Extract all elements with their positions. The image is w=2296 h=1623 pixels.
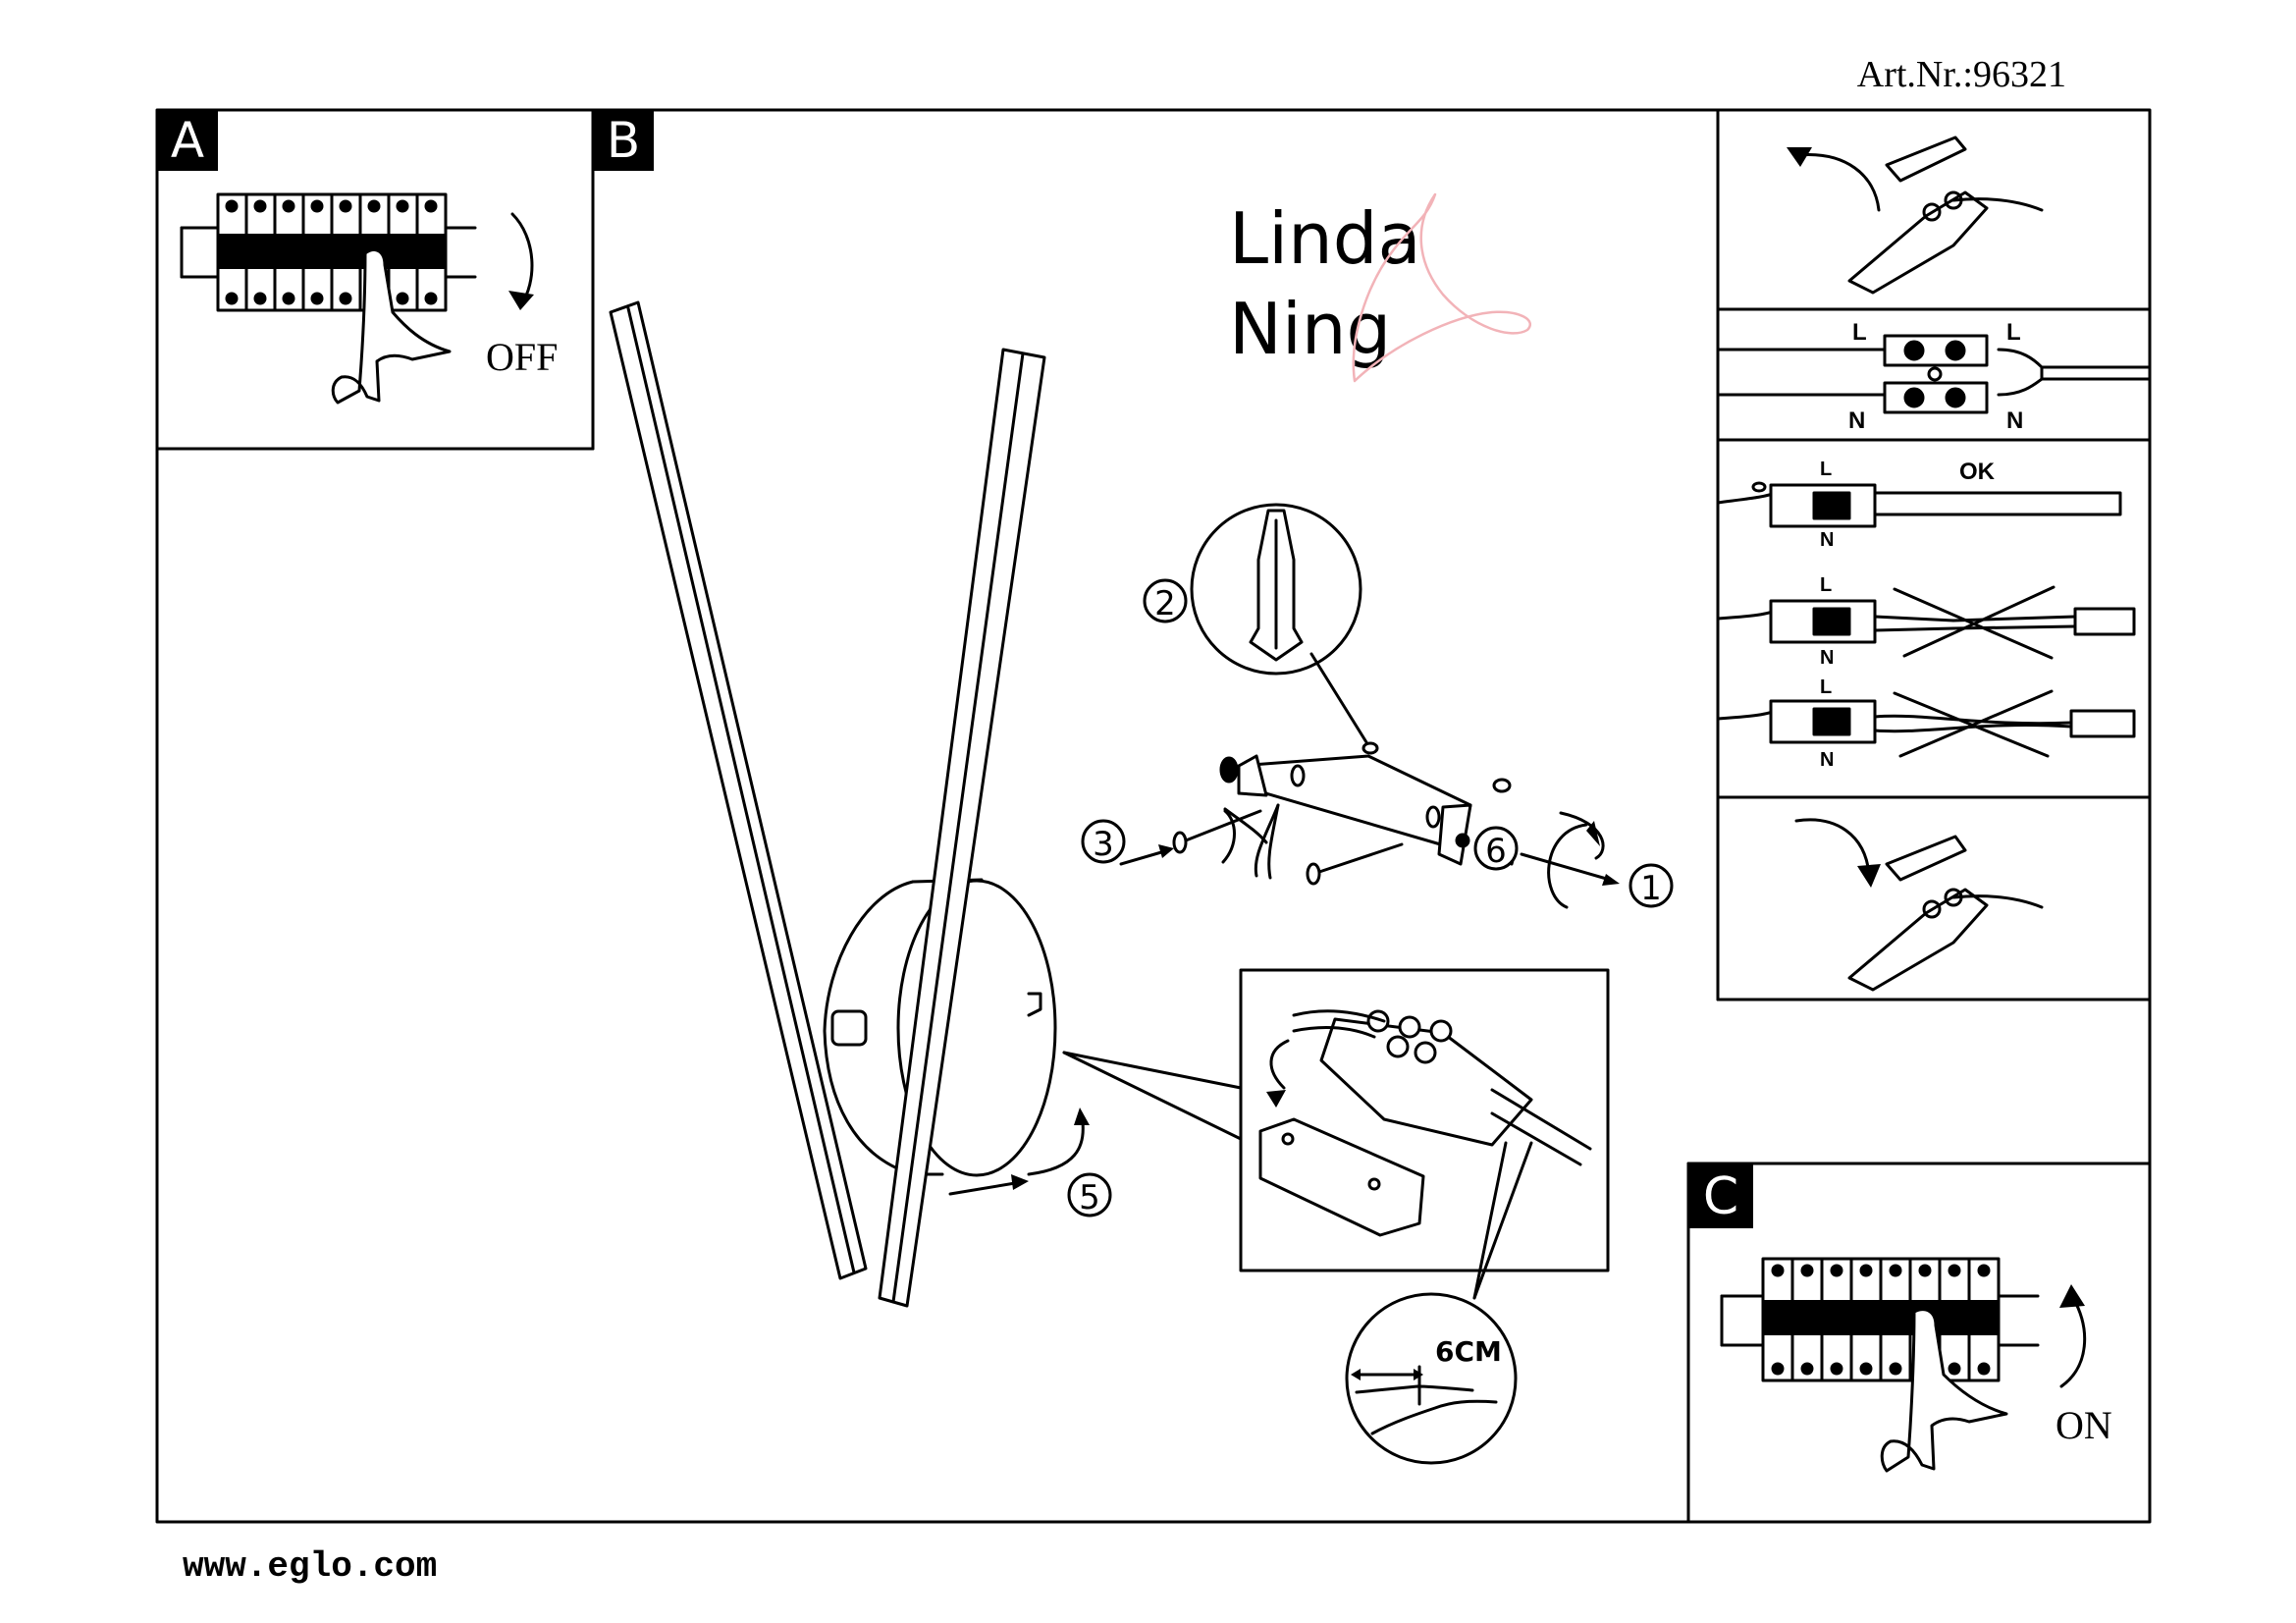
panel-b-label: B [593, 110, 654, 171]
insert-arrow [948, 1180, 1023, 1196]
connector-l-left: L [1852, 319, 1867, 346]
strip-length-label: 6CM [1435, 1335, 1502, 1368]
wrong1-n-label: N [1820, 647, 1834, 669]
ok-label: OK [1959, 459, 1996, 485]
svg-text:2: 2 [1154, 584, 1176, 623]
insertion-ok [1716, 481, 2122, 528]
acrobat-watermark-icon [1352, 192, 1531, 383]
step-marker-3: 3 [1081, 819, 1126, 864]
insertion-wrong-2 [1716, 689, 2136, 758]
panel-a-breaker [180, 192, 477, 312]
panel-c-label: C [1688, 1163, 1753, 1228]
mounting-bracket [1219, 754, 1512, 880]
hand-icon-c [1880, 1308, 2008, 1473]
svg-text:1: 1 [1640, 869, 1662, 908]
outer-frame [155, 108, 2152, 1524]
hand-icon [331, 248, 452, 405]
svg-text:B: B [607, 112, 640, 169]
strip-length-detail [1345, 1292, 1518, 1465]
off-label: OFF [486, 335, 558, 379]
insertion-wrong-1 [1716, 585, 2136, 660]
detail-leader-top [1062, 1051, 1243, 1090]
panel-c-breaker [1720, 1257, 2040, 1382]
screw-icon [1172, 809, 1470, 886]
footer-url: www.eglo.com [183, 1546, 437, 1587]
connector-n-right: N [2006, 407, 2023, 434]
svg-text:A: A [171, 112, 204, 169]
connector-l-right: L [2006, 319, 2021, 346]
wrong1-l-label: L [1820, 574, 1832, 596]
step-marker-1: 1 [1629, 863, 1674, 908]
cover-open-diagram [1787, 135, 2044, 295]
cross-mark-icon [1893, 585, 2056, 660]
connector-diagram [1716, 334, 2152, 414]
detail-leader-bottom [1062, 1051, 1243, 1141]
led-arm-right [878, 348, 1046, 1308]
step-marker-5: 5 [1067, 1172, 1112, 1217]
watermark-ning: Ning [1229, 288, 1391, 370]
wrong2-n-label: N [1820, 749, 1834, 771]
connector-n-left: N [1848, 407, 1865, 434]
step-marker-2: 2 [1143, 578, 1188, 623]
panel-a-label: A [157, 110, 218, 171]
ok-n-label: N [1820, 529, 1834, 551]
svg-text:5: 5 [1079, 1178, 1100, 1217]
ok-l-label: L [1820, 459, 1832, 480]
article-number: Art.Nr.:96321 [1857, 54, 2066, 95]
watermark-linda: Linda [1229, 197, 1421, 280]
led-arm-left [609, 300, 868, 1280]
svg-text:3: 3 [1093, 825, 1114, 864]
rotate-arrow-icon-c [2059, 1296, 2087, 1388]
turn-arrow [1027, 1113, 1085, 1176]
svg-text:C: C [1703, 1167, 1738, 1226]
step-marker-6: 6 [1473, 826, 1519, 871]
wrong2-l-label: L [1820, 676, 1832, 698]
on-label: ON [2056, 1403, 2112, 1447]
cover-close-diagram [1794, 818, 2044, 992]
terminal-block-icon [1258, 1009, 1592, 1237]
svg-text:6: 6 [1485, 832, 1507, 871]
